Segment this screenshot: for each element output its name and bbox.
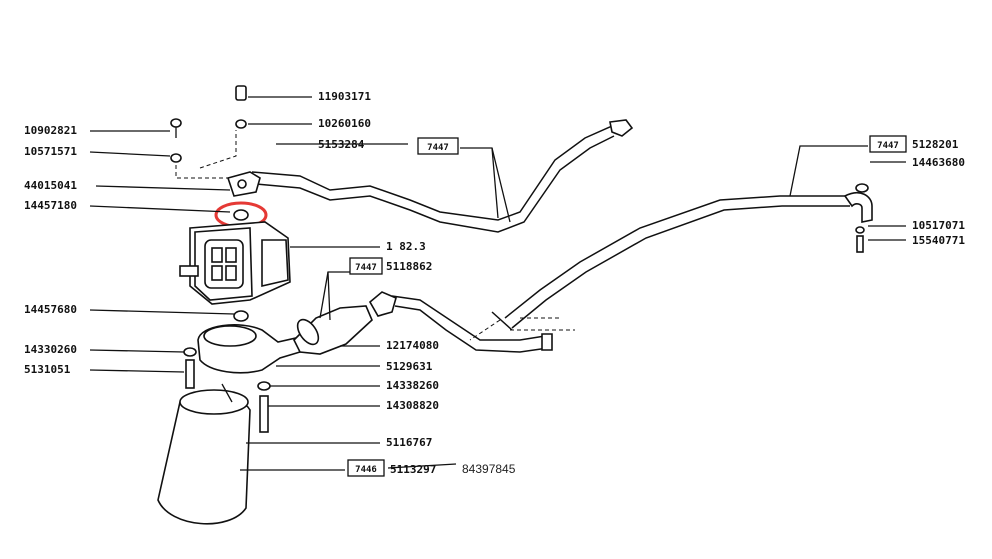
label-12174080: 12174080	[386, 339, 439, 352]
washer-right-top	[855, 183, 869, 193]
highlighted-washer	[233, 209, 249, 221]
pump-shaft	[179, 265, 199, 277]
reference-box-7447-c: 7447	[869, 135, 907, 153]
label-14308820: 14308820	[386, 399, 439, 412]
label-15540771: 15540771	[912, 234, 965, 247]
label-14457680: 14457680	[24, 303, 77, 316]
label-14338260: 14338260	[386, 379, 439, 392]
svg-text:7447: 7447	[877, 141, 899, 151]
bolt-right-low	[856, 235, 864, 253]
bolt-right	[259, 395, 269, 433]
svg-text:7447: 7447	[355, 263, 377, 273]
strikethrough-5113297	[387, 463, 457, 469]
svg-text:7447: 7447	[427, 143, 449, 153]
washer-right-mid	[257, 381, 271, 391]
transfer-pump	[179, 221, 291, 322]
label-5153284: 5153284	[318, 138, 365, 151]
label-5116767: 5116767	[386, 436, 432, 449]
washer-right-low	[855, 226, 865, 234]
fuel-pipes	[251, 119, 873, 353]
bolt-top	[235, 85, 247, 101]
leader-lines	[89, 96, 906, 471]
label-1-82-3: 1 82.3	[386, 240, 426, 253]
label-14463680: 14463680	[912, 156, 965, 169]
label-10517071: 10517071	[912, 219, 965, 232]
label-10571571: 10571571	[24, 145, 77, 158]
label-84397845: 84397845	[462, 462, 516, 476]
pipe-end-stub	[541, 333, 553, 351]
label-5129631: 5129631	[386, 360, 433, 373]
washer-mid	[233, 310, 249, 322]
label-11903171: 11903171	[318, 90, 371, 103]
washer-left	[170, 153, 182, 163]
pipe-fitting-top	[609, 119, 634, 137]
washer-top	[235, 119, 247, 129]
label-5131051: 5131051	[24, 363, 71, 376]
label-10902821: 10902821	[24, 124, 77, 137]
washer-left-mid	[183, 347, 197, 357]
upper-hardware	[170, 85, 268, 229]
svg-text:7446: 7446	[355, 465, 377, 475]
reference-box-7447-a: 7447	[417, 137, 459, 155]
label-10260160: 10260160	[318, 117, 371, 130]
hose-connector	[368, 291, 397, 317]
bolt-left	[185, 359, 195, 389]
bolt-head-left	[170, 118, 182, 128]
elbow-fitting-right	[843, 191, 873, 223]
reference-box-7447-b: 7447	[349, 257, 383, 275]
label-14457180: 14457180	[24, 199, 77, 212]
label-44015041: 44015041	[24, 179, 77, 192]
label-5128201: 5128201	[912, 138, 959, 151]
label-5118862: 5118862	[386, 260, 432, 273]
reference-box-7446: 7446	[347, 459, 385, 477]
fuel-filter-assembly	[157, 291, 397, 525]
label-14330260: 14330260	[24, 343, 77, 356]
